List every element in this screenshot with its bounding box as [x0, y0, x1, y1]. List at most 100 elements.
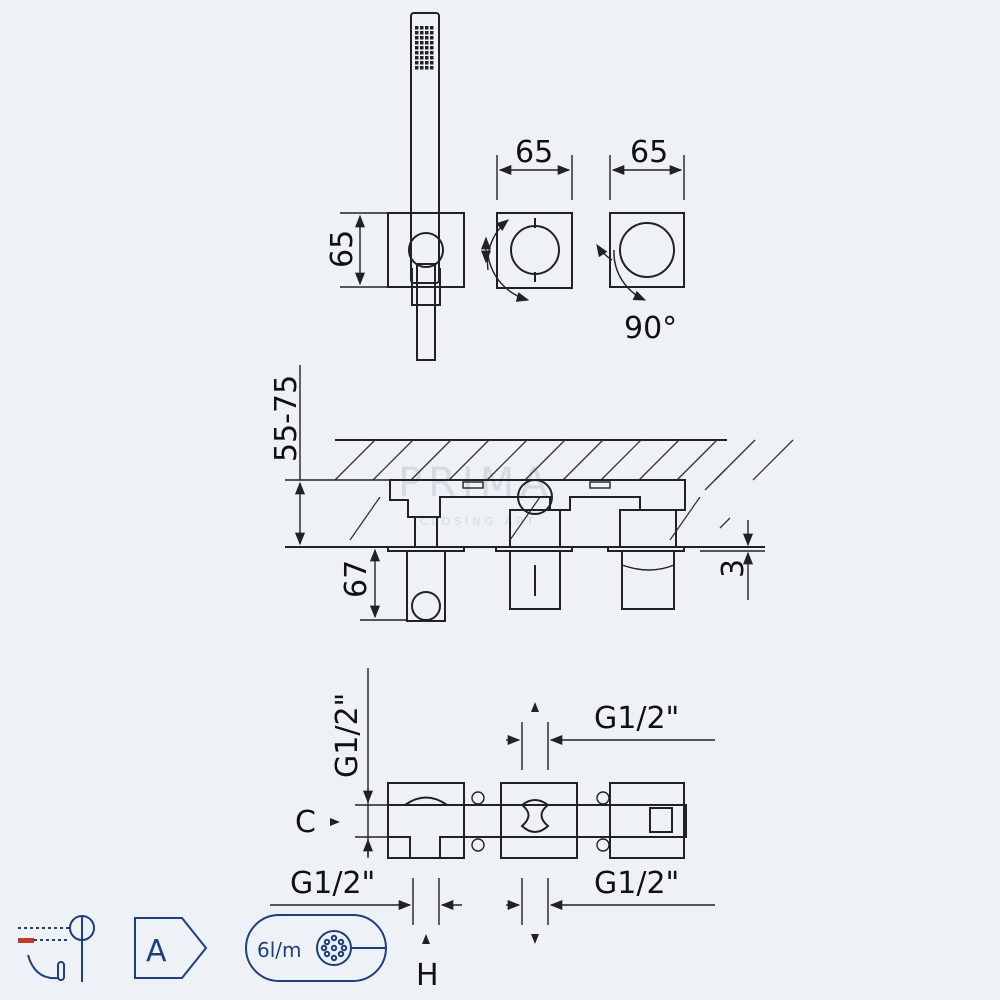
shower-nozzle-grid: [415, 26, 434, 70]
dim-connection-bottom-right: G1/2": [506, 866, 715, 944]
section-view: 55-75 67 3: [269, 365, 794, 622]
dim-label: 67: [339, 560, 374, 598]
nozzle-dot: [430, 56, 434, 60]
nozzle-dot: [420, 61, 424, 65]
hatch-line: [752, 439, 794, 481]
dim-label: 55-75: [269, 375, 304, 462]
nozzle-dot: [415, 66, 419, 70]
nozzle-dot: [420, 66, 424, 70]
hatch-line: [719, 517, 731, 529]
dim-connection-vertical: G1/2" C: [295, 668, 388, 858]
hatch-line: [600, 439, 642, 481]
hatch-line: [676, 439, 718, 481]
dim-label: G1/2": [594, 866, 679, 901]
nozzle-dot: [430, 46, 434, 50]
nozzle-dot: [415, 61, 419, 65]
hatch-line: [334, 439, 376, 481]
thermostatic-valve: [596, 212, 685, 301]
spray-dot: [323, 950, 331, 958]
dim-label: 65: [515, 135, 553, 170]
spray-dot: [330, 934, 338, 942]
nozzle-dot: [415, 41, 419, 45]
nozzle-dot: [420, 36, 424, 40]
hatch-line: [448, 439, 490, 481]
nozzle-dot: [425, 61, 429, 65]
spray-dot: [330, 944, 338, 952]
nozzle-dot: [430, 41, 434, 45]
hatch-line: [704, 469, 726, 491]
hatch-line: [638, 439, 680, 481]
flow-rate-badge: 6l/m: [245, 914, 387, 982]
dim-label: G1/2": [330, 693, 365, 778]
spray-dot: [320, 944, 328, 952]
nozzle-dot: [425, 26, 429, 30]
wall-hatching: [334, 439, 794, 541]
rotation-angle-label: 90°: [624, 311, 677, 346]
dim-projection: 67: [339, 548, 407, 621]
plan-view: G1/2" C G1/2" G1/2" H: [270, 668, 715, 993]
watermark-tagline: CLOSING ART: [420, 515, 538, 528]
nozzle-dot: [425, 51, 429, 55]
nozzle-dot: [415, 26, 419, 30]
hatch-line: [524, 439, 566, 481]
dim-label: 3: [716, 559, 751, 578]
nozzle-dot: [420, 26, 424, 30]
nozzle-dot: [415, 56, 419, 60]
watermark: PRIMA CLOSING ART: [398, 460, 554, 528]
label-c: C: [295, 805, 316, 840]
hatch-line: [509, 496, 541, 541]
nozzle-dot: [430, 61, 434, 65]
spray-dot: [337, 950, 345, 958]
nozzle-dot: [425, 66, 429, 70]
nozzle-dot: [430, 36, 434, 40]
spray-dot: [337, 938, 345, 946]
dim-valve-width: 65: [609, 135, 685, 200]
spray-face-icon: [320, 934, 348, 962]
flow-rate-label: 6l/m: [257, 938, 302, 962]
diverter: [480, 212, 573, 302]
nozzle-dot: [425, 56, 429, 60]
nozzle-dot: [430, 66, 434, 70]
nozzle-dot: [420, 31, 424, 35]
watermark-brand: PRIMA: [398, 460, 554, 506]
energy-class-badge: A: [134, 917, 208, 979]
nozzle-dot: [415, 46, 419, 50]
hatch-line: [562, 439, 604, 481]
dim-wall-depth: 55-75: [269, 365, 390, 546]
thermostat-icon: [18, 915, 95, 982]
nozzle-dot: [425, 46, 429, 50]
spray-dot: [340, 944, 348, 952]
dim-connection-top: G1/2": [506, 701, 715, 770]
dim-label: 65: [630, 135, 668, 170]
nozzle-dot: [425, 41, 429, 45]
dim-label: G1/2": [594, 701, 679, 736]
nozzle-dot: [425, 31, 429, 35]
spray-dot: [323, 938, 331, 946]
handshower: [387, 12, 465, 361]
label-h: H: [416, 958, 439, 993]
nozzle-dot: [415, 36, 419, 40]
hatch-line: [486, 439, 528, 481]
dim-diverter-width: 65: [496, 135, 573, 200]
nozzle-dot: [430, 51, 434, 55]
nozzle-dot: [430, 31, 434, 35]
nozzle-dot: [430, 26, 434, 30]
nozzle-dot: [420, 46, 424, 50]
dim-handshower-height: 65: [325, 212, 388, 288]
nozzle-dot: [420, 41, 424, 45]
nozzle-dot: [420, 51, 424, 55]
spray-dot: [330, 954, 338, 962]
hatch-line: [349, 496, 381, 541]
energy-class-label: A: [146, 934, 167, 969]
hatch-line: [372, 439, 414, 481]
dim-connection-bottom-left: G1/2" H: [270, 866, 462, 993]
front-view: 65 65 65: [325, 12, 685, 361]
dim-plate-thickness: 3: [700, 520, 765, 600]
nozzle-dot: [415, 31, 419, 35]
nozzle-dot: [425, 36, 429, 40]
hatch-line: [410, 439, 452, 481]
dim-label: G1/2": [290, 866, 375, 901]
dim-label: 65: [325, 230, 360, 268]
nozzle-dot: [415, 51, 419, 55]
